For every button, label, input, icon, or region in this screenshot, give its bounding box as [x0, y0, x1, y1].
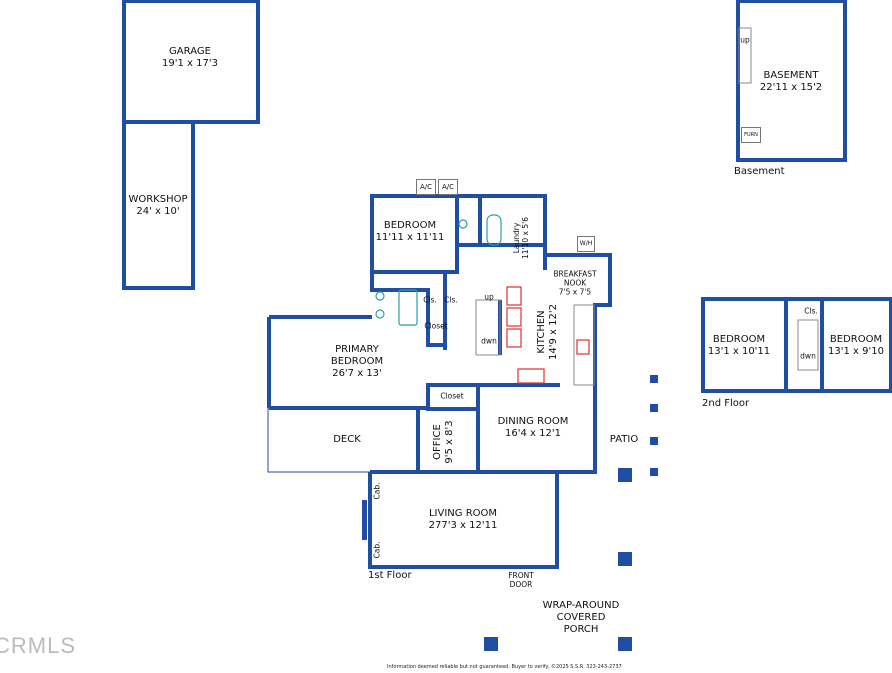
crmls-watermark: CRMLS: [0, 633, 77, 658]
patio-label: PATIO: [609, 434, 639, 445]
stairs-down-label: dwn: [481, 336, 497, 346]
closet-label: Closet: [424, 321, 448, 331]
furnace: FURN: [741, 127, 761, 143]
deck-label: DECK: [333, 434, 361, 445]
second-floor-stairs: [797, 319, 819, 371]
basement-floor-label: Basement: [734, 166, 785, 177]
stairs-up-label: up: [740, 35, 750, 45]
porch-label: WRAP-AROUND COVERED PORCH: [542, 600, 620, 635]
ac-unit: A/C: [416, 179, 436, 195]
cabinet-label: Cab.: [372, 541, 382, 559]
workshop-walls: [122, 120, 195, 290]
second-floor-walls: [701, 297, 892, 393]
stairs-down-label: dwn: [800, 351, 816, 361]
porch-posts: [362, 375, 658, 651]
stairs-up-label: up: [484, 292, 494, 302]
basement-stairs: [738, 27, 752, 84]
deck-outline: [267, 407, 419, 473]
closet-label: Closet: [440, 391, 464, 401]
closet-label: Cls.: [423, 295, 437, 305]
basement-walls: [736, 0, 847, 162]
closet-label: Cls.: [804, 306, 818, 316]
kitchen-appliances: [506, 286, 590, 384]
closet-label: Cls.: [444, 295, 458, 305]
cabinet-label: Cab.: [372, 482, 382, 500]
bedroom-walls: [370, 194, 459, 274]
first-floor-label: 1st Floor: [368, 570, 412, 581]
front-door-label: FRONT DOOR: [508, 571, 534, 589]
disclaimer: Information deemed reliable but not guar…: [387, 664, 622, 670]
ac-unit: A/C: [438, 179, 458, 195]
bath-fixtures: [375, 214, 502, 326]
second-floor-label: 2nd Floor: [702, 398, 750, 409]
water-heater: W/H: [577, 236, 595, 252]
staircase: [475, 299, 501, 356]
